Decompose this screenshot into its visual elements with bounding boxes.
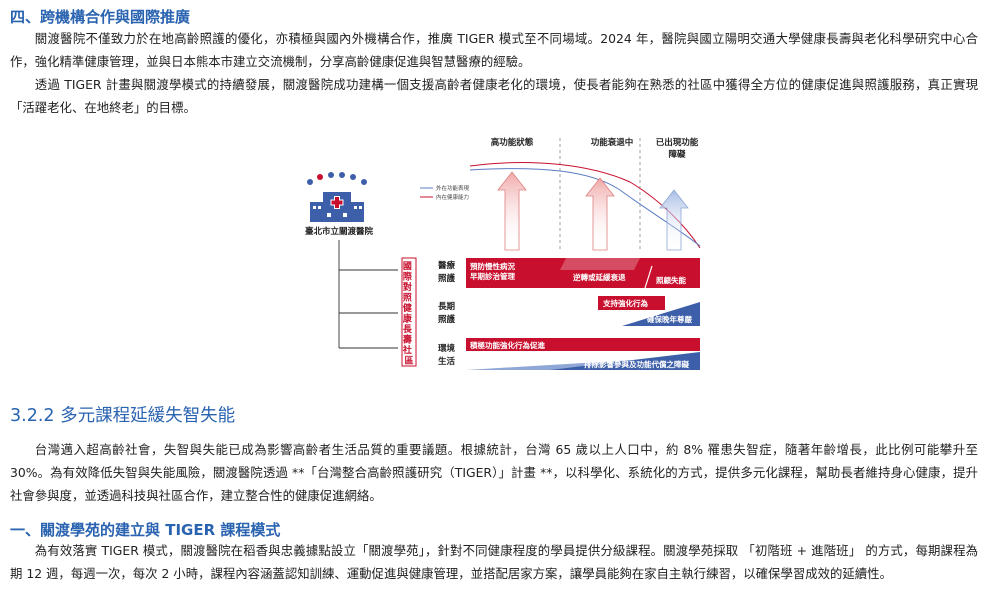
bar-label-dignity: 確保晚年尊嚴 — [646, 314, 692, 324]
phase-label-impaired-2: 障礙 — [668, 149, 686, 160]
hospital-name: 臺北市立關渡醫院 — [305, 226, 374, 237]
vertical-label-box — [401, 257, 417, 367]
bar-support — [598, 296, 665, 310]
legend-label: 內在健康能力 — [436, 193, 469, 201]
section-heading: 四、跨機構合作與國際推廣 — [10, 8, 191, 26]
row-label-environment: 環境 生活 — [438, 343, 458, 367]
bar-label-prevent: 預防慢性病況 早期診治管理 — [470, 261, 518, 281]
bar-label-support: 支持強化行為 — [602, 298, 648, 308]
up-arrow — [585, 177, 615, 251]
vertical-label: 國 際 對 照 健 康 長 壽 社 區 — [402, 261, 415, 367]
bar-label-reverse: 逆轉或延緩衰退 — [573, 272, 626, 282]
bar-label-promote: 積極功能強化行為促進 — [469, 340, 545, 350]
row-label-longterm: 長期 照護 — [438, 301, 458, 325]
bar-dignity — [622, 302, 700, 326]
up-arrow — [497, 171, 527, 251]
section-heading: 一、關渡學苑的建立與 TIGER 課程模式 — [10, 521, 281, 539]
bar-medical — [466, 258, 700, 288]
paragraph: 為有效落實 TIGER 模式，關渡醫院在稻香與忠義據點設立「關渡學苑」，針對不同… — [10, 543, 978, 581]
phase-label-impaired: 已出現功能 — [656, 137, 699, 148]
row-label-medical: 醫療 照護 — [438, 260, 458, 284]
up-arrow — [659, 189, 689, 251]
phase-label-high: 高功能狀態 — [491, 137, 534, 148]
paragraph: 透過 TIGER 計畫與關渡學模式的持續發展，關渡醫院成功建構一個支援高齡者健康… — [10, 77, 978, 115]
paragraph: 關渡醫院不僅致力於在地高齡照護的優化，亦積極與國內外機構合作，推廣 TIGER … — [10, 31, 978, 69]
paragraph: 台灣邁入超高齡社會，失智與失能已成為影響高齡者生活品質的重要議題。根據統計，台灣… — [10, 442, 978, 503]
bar-promote — [466, 338, 700, 351]
bar-divider — [644, 265, 653, 289]
legend-label: 外在功能表現 — [436, 184, 470, 192]
bar-label-care-disability: 照顧失能 — [656, 275, 686, 285]
bar-remove — [550, 352, 700, 370]
subsection-heading: 3.2.2 多元課程延緩失智失能 — [10, 406, 236, 426]
bar-label-remove: 排除影響參與及功能代償之障礙 — [584, 359, 689, 369]
phase-label-declining: 功能衰退中 — [591, 137, 634, 148]
tree-connector — [338, 240, 398, 349]
hospital-icon — [307, 172, 367, 222]
tiger-model-figure: 高功能狀態 功能衰退中 已出現功能 障礙 外在功能表現 內在健康能力 — [305, 137, 701, 370]
